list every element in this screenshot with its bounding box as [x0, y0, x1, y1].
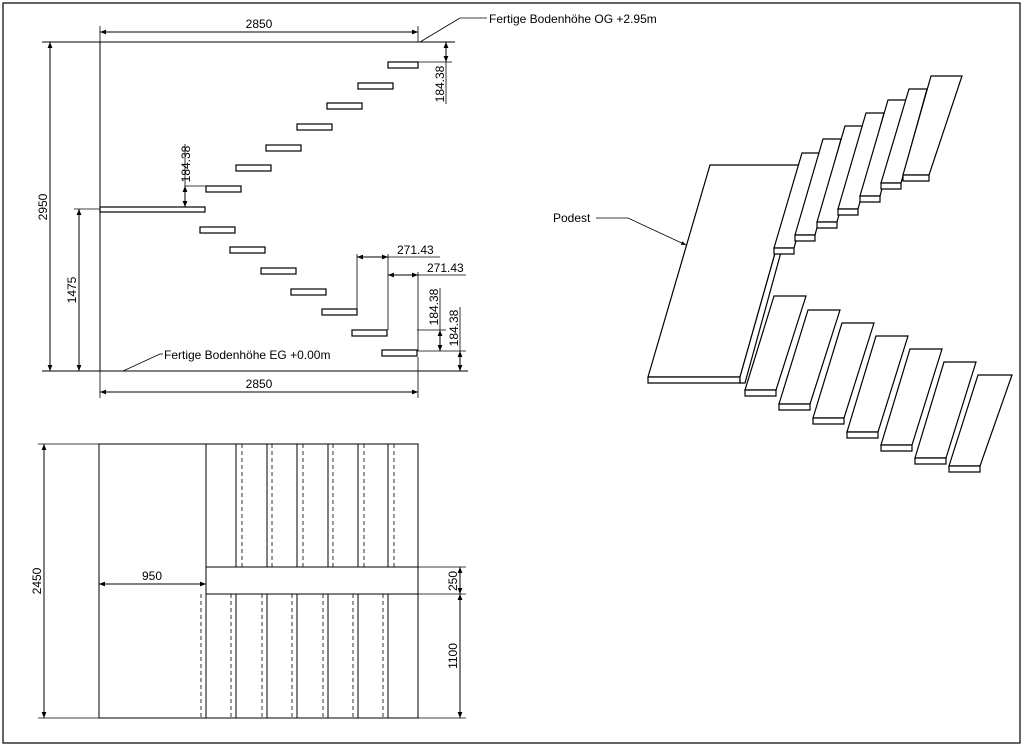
iso-upper-flight: [773, 75, 963, 255]
dim-going-1: 271.43: [397, 243, 434, 257]
dim-top-width: 2850: [246, 17, 273, 31]
dim-total-depth: 2450: [30, 567, 44, 594]
iso-lower-flight: [744, 295, 1013, 473]
dim-riser-low-2: 184.38: [447, 309, 461, 346]
dim-total-height: 2950: [36, 193, 50, 220]
isometric-view: Podest: [553, 75, 1013, 473]
landing-leader: [596, 217, 687, 246]
label-ground-floor: Fertige Bodenhöhe EG +0.00m: [164, 348, 330, 362]
dim-going-2: 271.43: [427, 261, 464, 275]
label-landing: Podest: [553, 211, 591, 225]
tread-upper-3: [265, 144, 302, 152]
tread-lower-7: [381, 349, 418, 357]
tread-lower-4: [290, 288, 327, 296]
tread-upper-6: [357, 82, 394, 90]
dim-landing-height: 1475: [65, 276, 79, 303]
plan-outline: [98, 443, 419, 719]
elevation-view: 2850 Fertige Bodenhöhe OG +2.95m 2950 14…: [36, 12, 657, 398]
tread-upper-4: [296, 123, 333, 131]
tread-lower-3: [260, 267, 297, 275]
dim-bottom-width: 2850: [246, 377, 273, 391]
tread-lower-2: [229, 246, 266, 254]
tread-lower-1: [199, 226, 236, 234]
tread-lower-5: [321, 308, 358, 316]
tread-upper-5: [326, 102, 363, 110]
tread-upper-2: [235, 164, 272, 172]
tread-upper-1: [205, 185, 242, 193]
dim-landing-width: 950: [142, 569, 162, 583]
tread-lower-6: [351, 329, 388, 337]
dim-riser-top: 184.38: [433, 65, 447, 102]
landing-slab: [99, 206, 206, 213]
plan-view: 2450 950 250 1100: [30, 443, 466, 719]
dim-riser-low-1: 184.38: [427, 288, 441, 325]
dim-gap: 250: [446, 571, 460, 591]
tread-upper-7: [387, 61, 419, 69]
dim-riser-mid: 184.38: [179, 145, 193, 182]
label-upper-floor: Fertige Bodenhöhe OG +2.95m: [489, 12, 657, 26]
dim-flight-width: 1100: [446, 643, 460, 669]
